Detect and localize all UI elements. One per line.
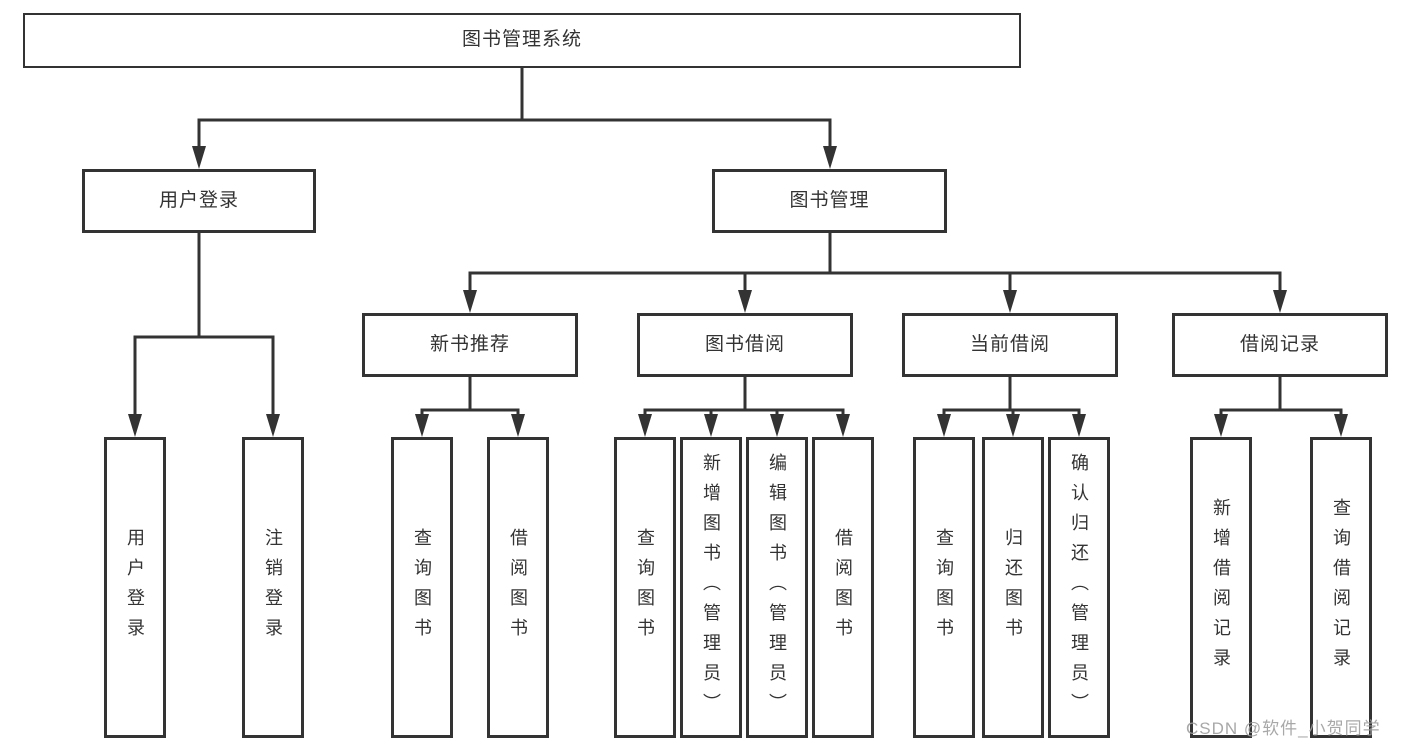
watermark-text: CSDN @软件_小贺同学 (1186, 719, 1381, 738)
node-library-management-system: 图书管理系统 (23, 13, 1021, 68)
leaf-records-query-record: 查询借阅记录 (1310, 437, 1372, 738)
leaf-newbooks-borrow-books: 借阅图书 (487, 437, 549, 738)
leaf-current-confirm-return-admin: 确认归还（管理员） (1048, 437, 1110, 738)
node-user-login: 用户登录 (82, 169, 316, 233)
leaf-borrowing-add-books-admin: 新增图书（管理员） (680, 437, 742, 738)
leaf-current-query-books: 查询图书 (913, 437, 975, 738)
leaf-newbooks-query-books: 查询图书 (391, 437, 453, 738)
node-borrowing-records: 借阅记录 (1172, 313, 1388, 377)
leaf-records-add-record: 新增借阅记录 (1190, 437, 1252, 738)
leaf-current-return-books: 归还图书 (982, 437, 1044, 738)
node-book-management: 图书管理 (712, 169, 947, 233)
node-new-book-recommend: 新书推荐 (362, 313, 578, 377)
node-current-borrowing: 当前借阅 (902, 313, 1118, 377)
leaf-borrowing-query-books: 查询图书 (614, 437, 676, 738)
leaf-user-login: 用户登录 (104, 437, 166, 738)
leaf-logout: 注销登录 (242, 437, 304, 738)
node-book-borrowing: 图书借阅 (637, 313, 853, 377)
leaf-borrowing-borrow-books: 借阅图书 (812, 437, 874, 738)
leaf-borrowing-edit-books-admin: 编辑图书（管理员） (746, 437, 808, 738)
